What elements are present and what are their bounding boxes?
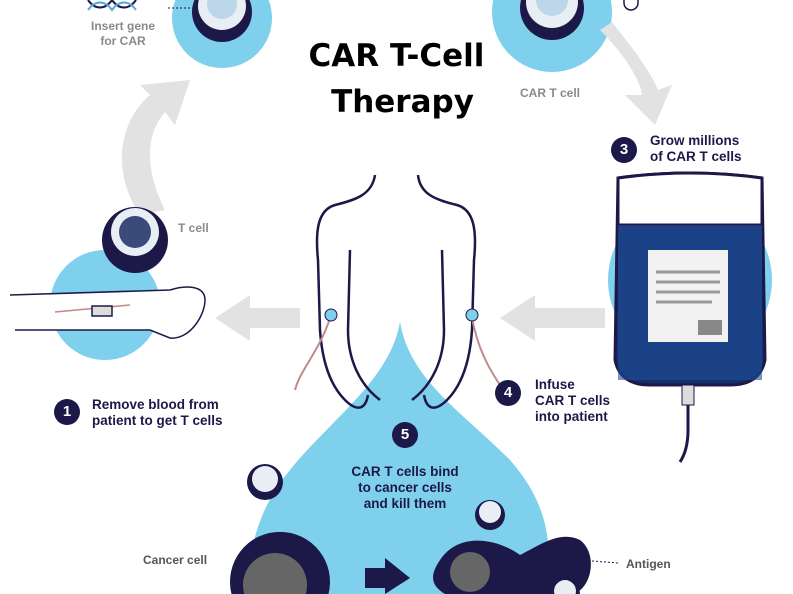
arrow-up-icon [121, 80, 190, 215]
step-5-badge: 5 [392, 422, 418, 448]
arrow-left-icon [500, 295, 605, 341]
patient-body-icon [315, 174, 477, 409]
iv-line-left [294, 317, 331, 391]
injection-site-icon [324, 308, 338, 322]
injection-site-icon-2 [465, 308, 479, 322]
tube-icon [623, 0, 639, 11]
step-5-line: and kill them [363, 496, 447, 511]
step-1-line: Remove blood from [92, 397, 219, 412]
step-3-text: Grow millions of CAR T cells [650, 133, 742, 165]
arrow-down-icon [600, 22, 672, 125]
page-title-line2: Therapy [331, 84, 474, 120]
insert-gene-line2: for CAR [100, 34, 146, 48]
cancer-cell-nucleus [243, 552, 308, 594]
small-car-t-cell-icons [247, 464, 580, 594]
step-3-badge: 3 [611, 137, 637, 163]
binding-area-drop [249, 322, 549, 594]
step-1-line: patient to get T cells [92, 413, 223, 428]
step-3-line: of CAR T cells [650, 149, 742, 164]
insert-gene-label: Insert gene for CAR [84, 19, 162, 49]
step-5-line: to cancer cells [358, 480, 452, 495]
page-title: CAR T-Cell [308, 38, 485, 74]
car-t-cell-icon-2 [520, 0, 584, 40]
car-t-cell-label: CAR T cell [520, 86, 581, 100]
step-4-text: Infuse CAR T cells into patient [535, 377, 610, 425]
antigen-label: Antigen [626, 557, 671, 571]
step-5-text: CAR T cells bind to cancer cells and kil… [305, 464, 505, 512]
t-cell-icon [102, 207, 168, 273]
t-cell-label: T cell [178, 221, 209, 235]
arm-blood-draw-icon [9, 286, 206, 339]
step-4-line: into patient [535, 409, 608, 424]
car-t-cell-icon [192, 0, 252, 42]
cancer-cell-label: Cancer cell [143, 553, 208, 567]
iv-line-right [471, 317, 501, 386]
step-4-badge: 4 [495, 380, 521, 406]
insert-gene-line1: Insert gene [90, 19, 156, 33]
step-4-line: Infuse [535, 377, 575, 392]
dying-cancer-cell-nucleus [450, 552, 490, 592]
arrow-right-icon [365, 558, 410, 594]
step-1-text: Remove blood from patient to get T cells [92, 397, 223, 429]
dna-icon [87, 0, 137, 12]
step-4-line: CAR T cells [535, 393, 611, 408]
step-1-badge: 1 [54, 399, 80, 425]
iv-bag-icon [613, 171, 767, 463]
step-5-line: CAR T cells bind [351, 464, 459, 479]
arrow-left-icon-2 [215, 295, 300, 341]
step-3-line: Grow millions [650, 133, 740, 148]
